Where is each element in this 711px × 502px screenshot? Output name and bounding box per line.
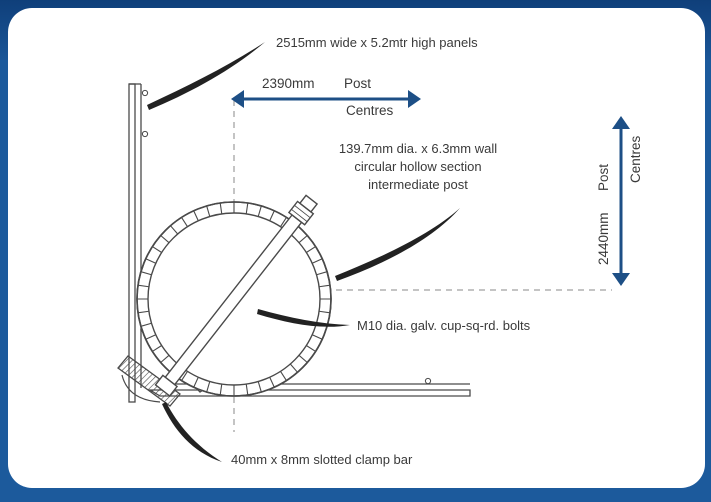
- post-wall-segment: [280, 217, 287, 227]
- post-wall-segment: [137, 310, 149, 314]
- post-wall-segment: [145, 334, 157, 340]
- post-wall-segment: [193, 376, 199, 388]
- post-wall-segment: [269, 210, 275, 222]
- post-wall-segment: [206, 205, 211, 217]
- post-wall-segment: [160, 354, 170, 363]
- label-post-centres-v-value: 2440mm: [596, 212, 611, 265]
- post-wall-segment: [181, 371, 188, 381]
- post-wall-segment: [219, 384, 223, 396]
- post-wall-segment: [181, 217, 188, 227]
- post-wall-segment: [152, 246, 162, 253]
- post-wall-segment: [306, 246, 316, 253]
- label-post-centres-v-word2: Centres: [628, 135, 643, 183]
- post-wall-segment: [152, 345, 162, 352]
- label-post-desc-1: 139.7mm dia. x 6.3mm wall: [339, 141, 497, 156]
- label-bolts: M10 dia. galv. cup-sq-rd. bolts: [357, 318, 531, 333]
- post-wall-segment: [170, 225, 179, 235]
- through-bolt: [154, 194, 319, 397]
- dimension-arrow-horizontal: [231, 90, 421, 108]
- post-wall-segment: [206, 381, 211, 393]
- post-wall-segment: [257, 205, 262, 217]
- post-wall-segment: [245, 384, 249, 396]
- label-post-centres-h-word1: Post: [344, 76, 371, 91]
- post-wall-segment: [306, 345, 316, 352]
- post-wall-segment: [319, 310, 331, 314]
- leader-panels: [147, 42, 265, 110]
- post-wall-segment: [137, 284, 149, 288]
- post-wall-segment: [319, 284, 331, 288]
- post-wall-segment: [298, 235, 308, 244]
- leader-clamp-bar: [162, 402, 222, 462]
- label-panels: 2515mm wide x 5.2mtr high panels: [276, 35, 478, 50]
- dimension-arrow-vertical: [612, 116, 630, 286]
- post-wall-segment: [193, 210, 199, 222]
- panel-angle-bar: [128, 83, 149, 403]
- label-post-centres-h-word2: Centres: [346, 103, 394, 118]
- label-clamp-bar: 40mm x 8mm slotted clamp bar: [231, 452, 413, 467]
- post-wall-segment: [298, 354, 308, 363]
- label-post-centres-v-word1: Post: [596, 164, 611, 191]
- leader-post: [335, 208, 460, 281]
- post-wall-segment: [289, 363, 298, 373]
- post-wall-segment: [311, 258, 323, 264]
- post-wall-segment: [311, 334, 323, 340]
- post-wall-segment: [140, 322, 152, 327]
- post-wall-segment: [269, 376, 275, 388]
- post-wall-segment: [160, 235, 170, 244]
- post-wall-segment: [280, 371, 287, 381]
- post-wall-segment: [145, 258, 157, 264]
- post-wall-segment: [257, 381, 262, 393]
- post-wall-segment: [316, 271, 328, 276]
- diagram-card: [8, 8, 705, 488]
- label-post-desc-2: circular hollow section: [354, 159, 481, 174]
- label-post-centres-h-value: 2390mm: [262, 76, 315, 91]
- leader-bolts: [257, 309, 350, 327]
- post-wall-segment: [140, 271, 152, 276]
- label-post-desc-3: intermediate post: [368, 177, 468, 192]
- post-wall-segment: [219, 202, 223, 214]
- post-wall-segment: [245, 202, 249, 214]
